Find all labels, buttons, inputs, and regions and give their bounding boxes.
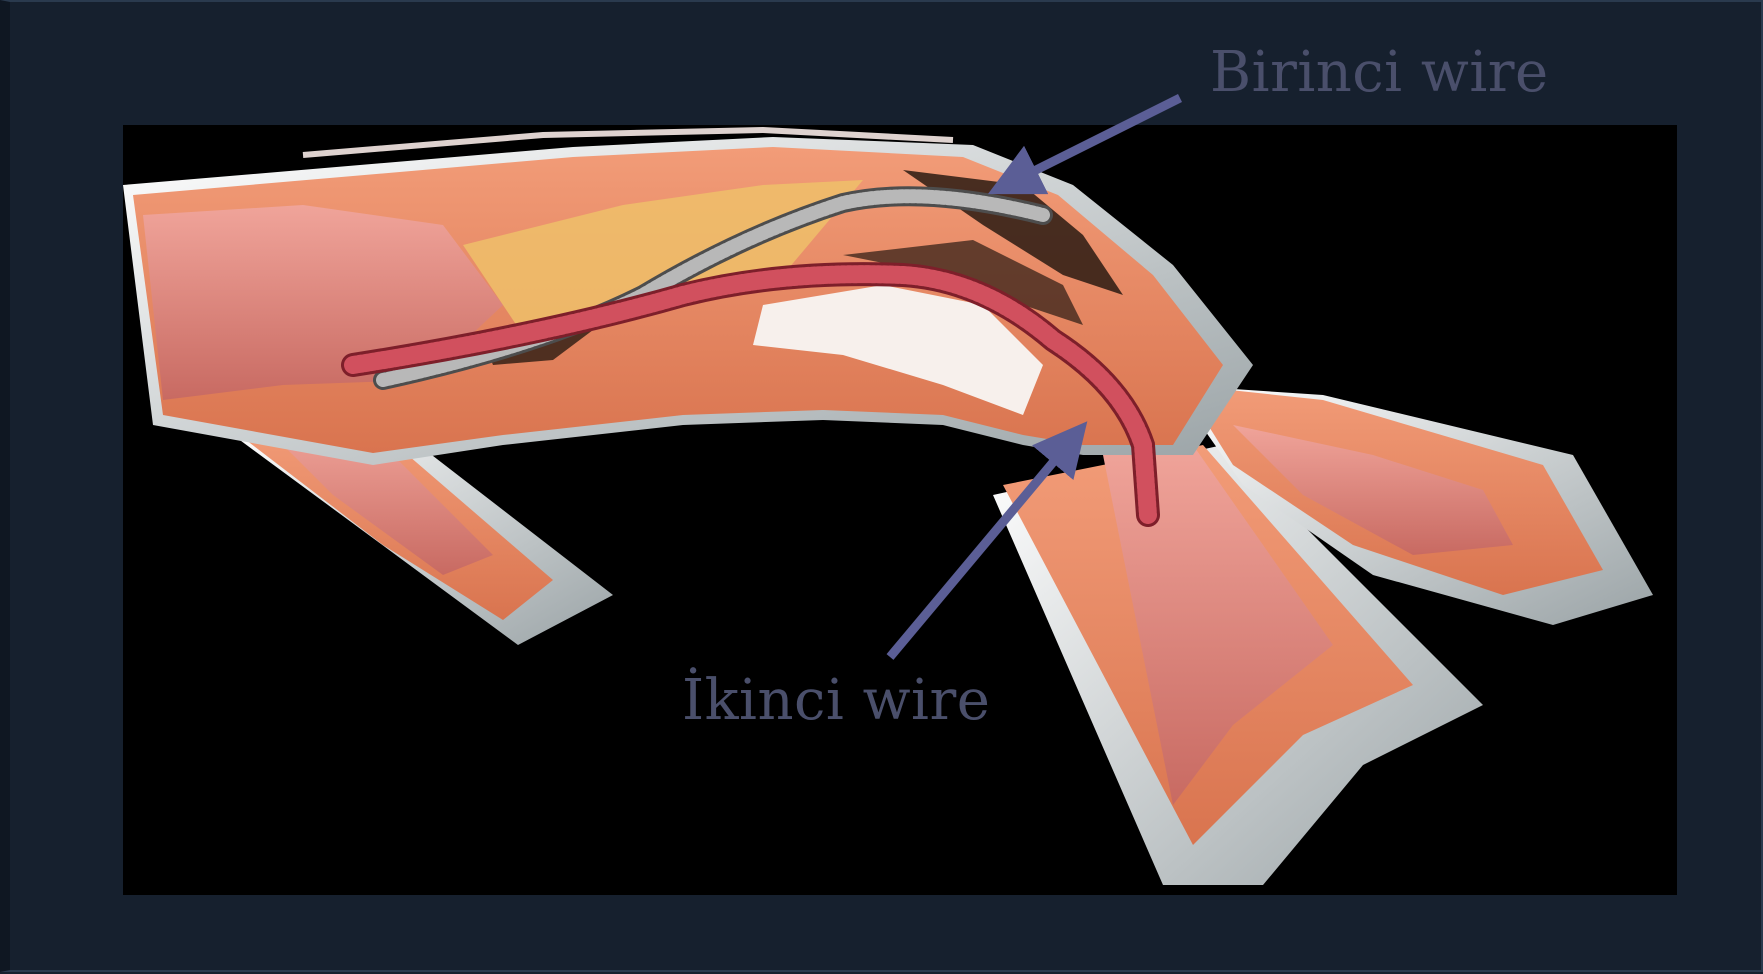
second-wire-label: İkinci wire: [682, 668, 990, 733]
arrow-icon: [890, 442, 1070, 657]
arrow-icon: [1012, 98, 1180, 182]
first-wire-label: Birinci wire: [1210, 40, 1549, 105]
arrows-overlay: [10, 2, 1763, 974]
